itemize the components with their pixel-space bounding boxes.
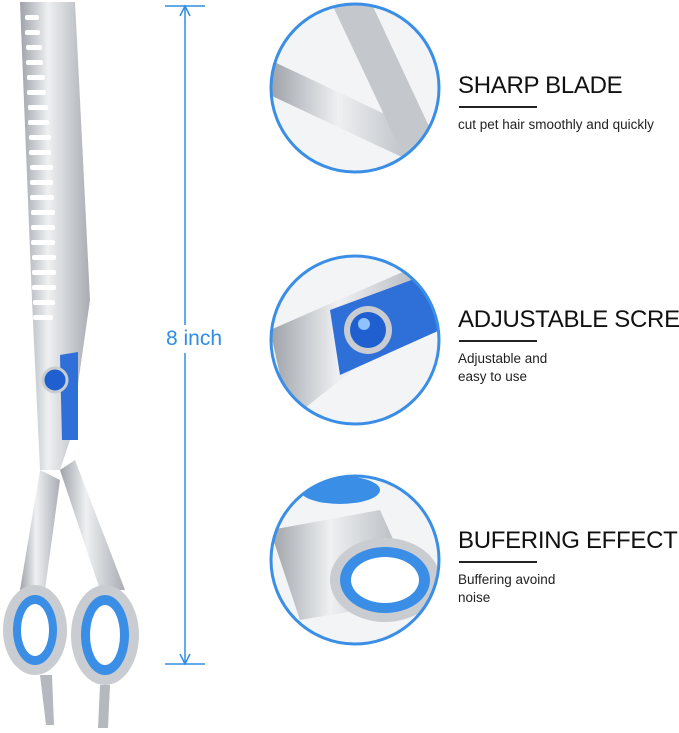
feature-title: BUFERING EFFECT bbox=[458, 527, 678, 554]
thinning-scissors bbox=[3, 2, 139, 728]
feature-title: SHARP BLADE bbox=[458, 72, 623, 99]
feature-sharp-blade: SHARP BLADE cut pet hair smoothly and qu… bbox=[458, 72, 654, 134]
divider bbox=[459, 340, 537, 342]
feature-description: Buffering avoind noise bbox=[458, 572, 556, 605]
feature-description: cut pet hair smoothly and quickly bbox=[458, 117, 654, 132]
feature-title: ADJUSTABLE SCREW bbox=[458, 306, 679, 333]
feature-adjustable-screw: ADJUSTABLE SCREW Adjustable and easy to … bbox=[458, 306, 679, 386]
feature-buffering-effect: BUFERING EFFECT Buffering avoind noise bbox=[458, 527, 678, 607]
divider bbox=[459, 106, 537, 108]
buffering-handle-detail bbox=[269, 474, 441, 646]
sharp-blade-detail bbox=[269, 2, 441, 174]
feature-description: Adjustable and easy to use bbox=[458, 351, 548, 384]
adjustable-screw-detail bbox=[269, 254, 441, 426]
length-label: 8 inch bbox=[166, 325, 223, 353]
divider bbox=[459, 561, 537, 563]
